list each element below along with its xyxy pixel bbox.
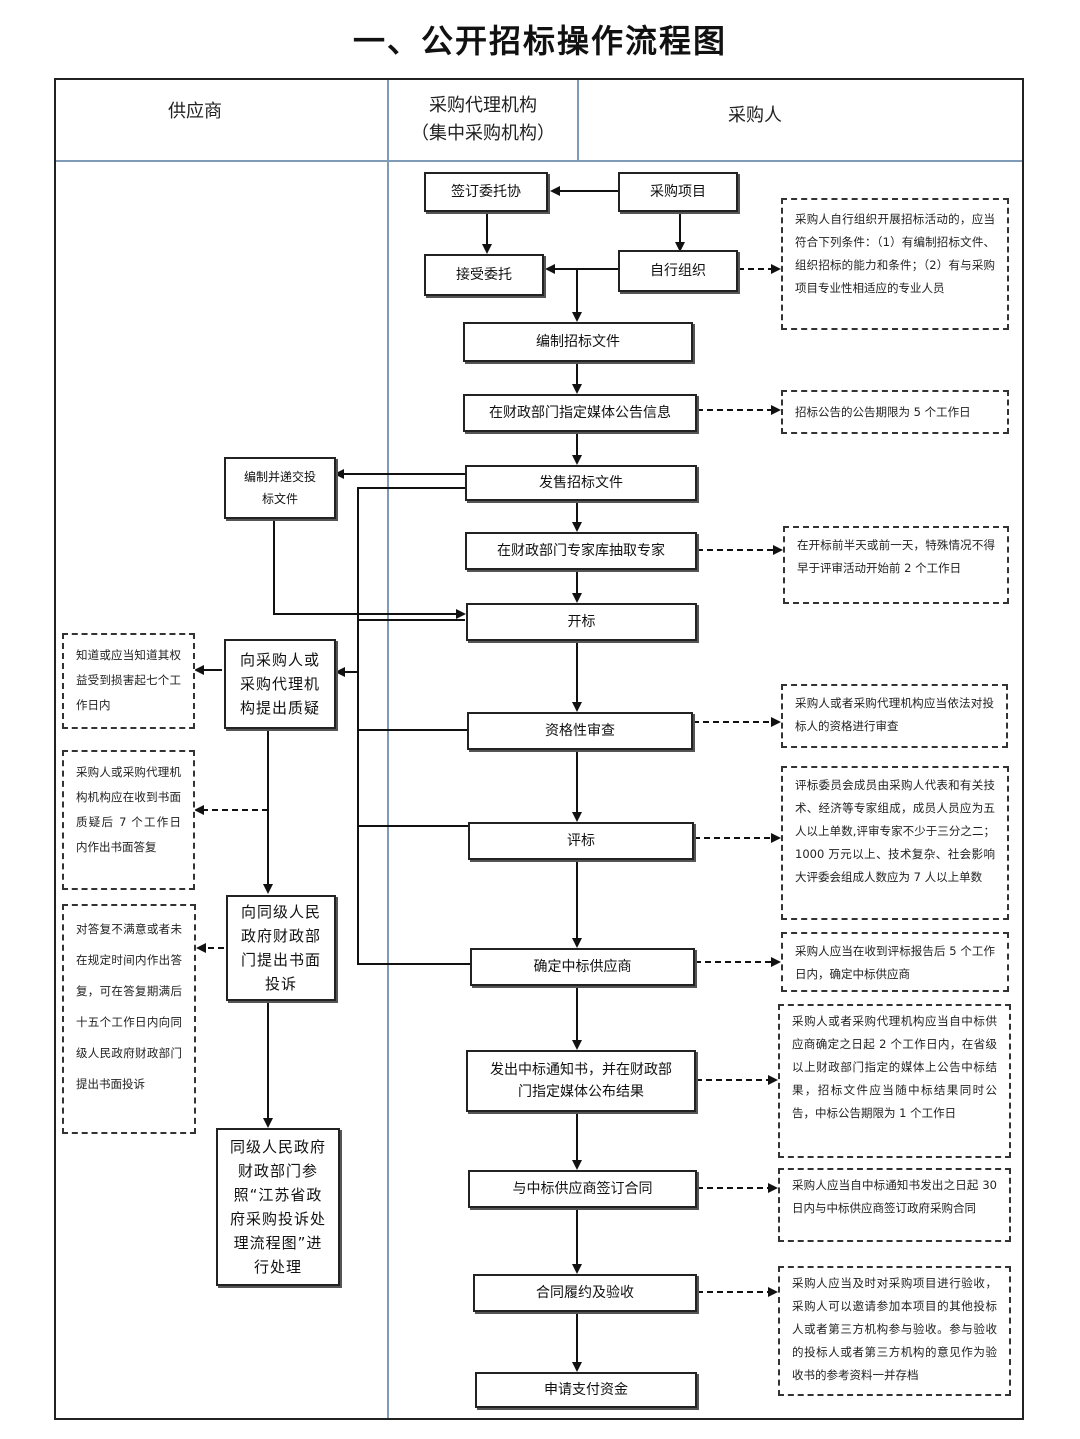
note-self-org-conditions: 采购人自行组织开展招标活动的，应当符合下列条件：（1）有编制招标文件、组织招标的… [781, 198, 1009, 330]
note-contract: 采购人应当自中标通知书发出之日起 30 日内与中标供应商签订政府采购合同 [778, 1168, 1011, 1242]
box-contract: 与中标供应商签订合同 [468, 1170, 697, 1208]
box-qualification: 资格性审查 [467, 712, 693, 750]
box-payment: 申请支付资金 [475, 1372, 697, 1408]
box-complaint: 向同级人民政府财政部门提出书面投诉 [226, 895, 336, 1001]
line-stages-to-question [357, 487, 470, 965]
note-reply-deadline: 采购人或采购代理机构机构应在收到书面质疑后 7 个工作日内作出书面答复 [62, 750, 195, 890]
box-acceptance: 合同履约及验收 [473, 1274, 697, 1312]
lane-header-agency-line2: （集中采购机构） [411, 123, 555, 144]
box-evaluate: 评标 [468, 822, 694, 860]
box-determine-winner: 确定中标供应商 [470, 948, 695, 986]
note-acceptance: 采购人应当及时对采购项目进行验收，采购人可以邀请参加本项目的其他投标人或者第三方… [778, 1266, 1011, 1396]
box-sign-entrust: 签订委托协 [424, 172, 548, 212]
lane-header-purchaser: 采购人 [728, 105, 782, 126]
arrow-bid-to-open [273, 518, 466, 619]
note-committee: 评标委员会成员由采购人代表和有关技术、经济等专家组成，成员人员应为五人以上单数,… [781, 766, 1009, 920]
lane-header-agency-line1: 采购代理机构 [429, 95, 537, 116]
note-announce-period: 招标公告的公告期限为 5 个工作日 [781, 390, 1009, 434]
box-self-organize: 自行组织 [618, 250, 738, 292]
note-winner: 采购人应当在收到评标报告后 5 个工作日内，确定中标供应商 [781, 932, 1009, 992]
lane-divider-2 [577, 80, 579, 160]
page-title: 一、公开招标操作流程图 [352, 22, 727, 60]
header-divider [56, 160, 1022, 162]
box-prepare-docs: 编制招标文件 [463, 322, 693, 362]
lane-header-agency: 采购代理机构 （集中采购机构） [390, 92, 576, 148]
note-complaint-deadline: 对答复不满意或者未在规定时间内作出答复，可在答复期满后十五个工作日内向同级人民政… [62, 904, 196, 1134]
box-open-bid: 开标 [466, 603, 697, 641]
box-announce-media: 在财政部门指定媒体公告信息 [463, 394, 697, 432]
diagram-frame [54, 78, 1024, 1420]
note-expert-timing: 在开标前半天或前一天，特殊情况不得早于评审活动开始前 2 个工作日 [783, 526, 1009, 604]
box-draw-experts: 在财政部门专家库抽取专家 [465, 532, 697, 570]
box-question: 向采购人或采购代理机构提出质疑 [224, 639, 336, 729]
lane-divider-1 [387, 80, 389, 1418]
box-prepare-bid: 编制并递交投标文件 [224, 457, 336, 519]
box-accept-entrust: 接受委托 [424, 254, 544, 296]
note-qualification: 采购人或者采购代理机构应当依法对投标人的资格进行审查 [781, 684, 1008, 748]
note-notice: 采购人或者采购代理机构应当自中标供应商确定之日起 2 个工作日内，在省级以上财政… [778, 1004, 1011, 1158]
box-handling: 同级人民政府财政部门参照“江苏省政府采购投诉处理流程图”进行处理 [216, 1128, 340, 1286]
box-sell-docs: 发售招标文件 [465, 465, 697, 501]
lane-header-supplier: 供应商 [168, 101, 222, 122]
note-question-deadline: 知道或应当知道其权益受到损害起七个工作日内 [62, 633, 195, 729]
box-notice: 发出中标通知书，并在财政部门指定媒体公布结果 [466, 1050, 696, 1112]
box-purchase-project: 采购项目 [618, 172, 738, 212]
